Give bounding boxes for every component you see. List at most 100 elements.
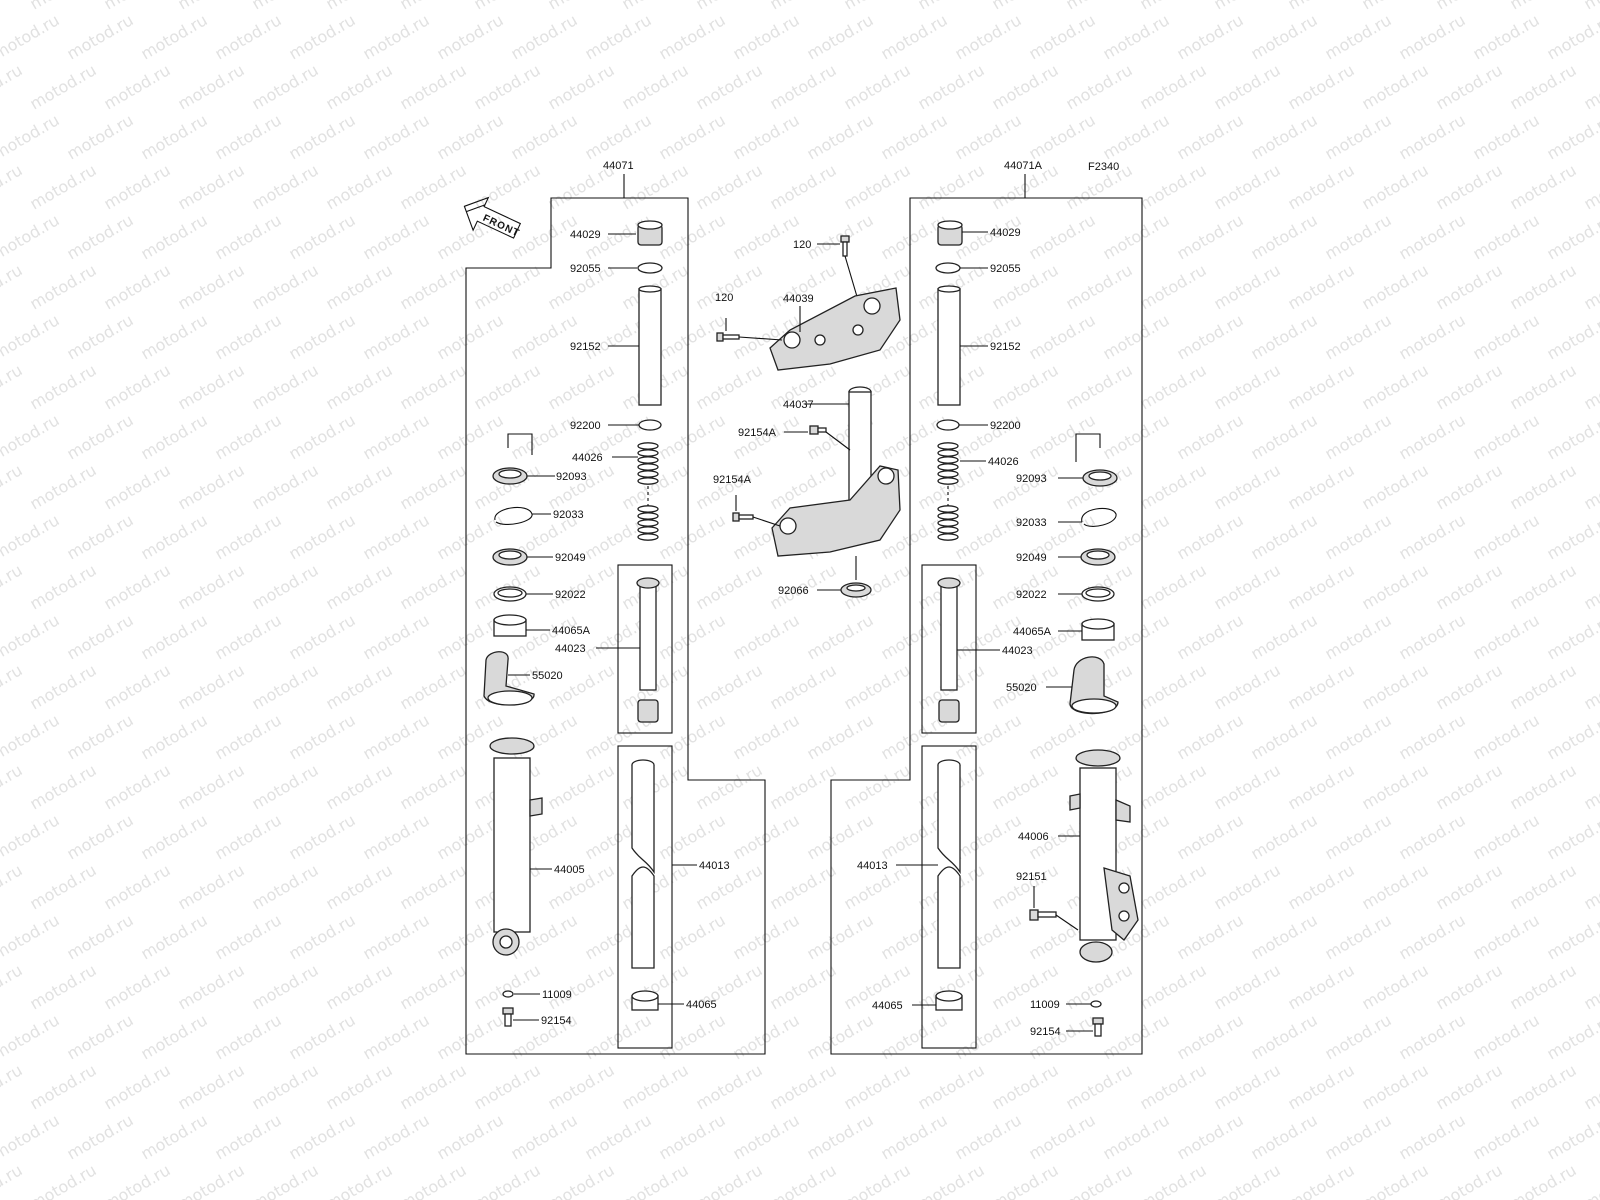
watermark-text: motod.ru — [767, 860, 840, 913]
watermark-text: motod.ru — [0, 910, 63, 963]
watermark-text: motod.ru — [582, 1110, 655, 1163]
watermark-text: motod.ru — [730, 210, 803, 263]
watermark-text: motod.ru — [27, 760, 100, 813]
watermark-text: motod.ru — [1544, 710, 1600, 763]
watermark-text: motod.ru — [397, 760, 470, 813]
dust-seal — [1075, 433, 1118, 487]
watermark-text: motod.ru — [841, 160, 914, 213]
spring-coil — [937, 533, 959, 541]
watermark-text: motod.ru — [730, 910, 803, 963]
fork-guard — [1069, 656, 1119, 715]
watermark-text: motod.ru — [471, 1060, 544, 1113]
spring-coil — [637, 470, 659, 478]
watermark-text: motod.ru — [508, 1110, 581, 1163]
center-part-label: 92154A — [738, 427, 777, 439]
watermark-text: motod.ru — [619, 860, 692, 913]
watermark-text: motod.ru — [1137, 1060, 1210, 1113]
watermark-text: motod.ru — [1211, 860, 1284, 913]
watermark-text: motod.ru — [878, 110, 951, 163]
watermark-text: motod.ru — [1100, 1010, 1173, 1063]
watermark-text: motod.ru — [323, 560, 396, 613]
watermark-text: motod.ru — [1174, 610, 1247, 663]
watermark-text: motod.ru — [434, 1010, 507, 1063]
watermark-text: motod.ru — [1285, 960, 1358, 1013]
watermark-text: motod.ru — [1174, 110, 1247, 163]
watermark-text: motod.ru — [397, 60, 470, 113]
watermark-text: motod.ru — [1359, 660, 1432, 713]
watermark-text: motod.ru — [656, 910, 729, 963]
watermark-text: motod.ru — [175, 160, 248, 213]
left-part-label: 44065A — [552, 625, 591, 637]
spring-coil — [937, 442, 959, 450]
watermark-text: motod.ru — [1470, 1010, 1543, 1063]
watermark-text: motod.ru — [1174, 210, 1247, 263]
watermark-text: motod.ru — [360, 410, 433, 463]
spring-coil — [637, 463, 659, 471]
watermark-text: motod.ru — [804, 1010, 877, 1063]
watermark-text: motod.ru — [1248, 410, 1321, 463]
watermark-text: motod.ru — [1026, 410, 1099, 463]
watermark-text: motod.ru — [1100, 10, 1173, 63]
watermark-text: motod.ru — [360, 710, 433, 763]
watermark-text: motod.ru — [656, 10, 729, 63]
watermark-text: motod.ru — [693, 360, 766, 413]
spacer-pipe — [638, 285, 662, 406]
watermark-text: motod.ru — [1322, 910, 1395, 963]
watermark-text: motod.ru — [878, 1110, 951, 1163]
watermark-text: motod.ru — [1285, 60, 1358, 113]
watermark-text: motod.ru — [693, 1160, 766, 1200]
watermark-text: motod.ru — [952, 310, 1025, 363]
watermark-text: motod.ru — [360, 610, 433, 663]
outer-tube — [489, 737, 543, 956]
watermark-text: motod.ru — [64, 510, 137, 563]
watermark-text: motod.ru — [1433, 660, 1506, 713]
watermark-text: motod.ru — [508, 710, 581, 763]
right-part-label: 44026 — [988, 456, 1019, 468]
watermark-text: motod.ru — [138, 310, 211, 363]
spring-coil — [937, 519, 959, 527]
watermark-text: motod.ru — [1248, 910, 1321, 963]
oil-seal — [1080, 548, 1116, 566]
watermark-text: motod.ru — [138, 1010, 211, 1063]
watermark-text: motod.ru — [0, 360, 26, 413]
watermark-text: motod.ru — [323, 1160, 396, 1200]
spring-coil — [937, 449, 959, 457]
watermark-text: motod.ru — [1470, 210, 1543, 263]
watermark-text: motod.ru — [878, 10, 951, 63]
watermark-text: motod.ru — [434, 710, 507, 763]
watermark-text: motod.ru — [767, 760, 840, 813]
watermark-text: motod.ru — [1026, 1110, 1099, 1163]
watermark-text: motod.ru — [64, 910, 137, 963]
watermark-text: motod.ru — [804, 210, 877, 263]
watermark-text: motod.ru — [101, 560, 174, 613]
watermark-text: motod.ru — [434, 310, 507, 363]
watermark-text: motod.ru — [175, 760, 248, 813]
washer — [1081, 586, 1115, 602]
watermark-text: motod.ru — [730, 10, 803, 63]
watermark-text: motod.ru — [545, 560, 618, 613]
left-part-label: 92152 — [570, 341, 601, 353]
center-part-label: 92154A — [713, 474, 752, 486]
watermark-text: motod.ru — [1544, 1010, 1600, 1063]
watermark-text: motod.ru — [397, 860, 470, 913]
watermark-text: motod.ru — [804, 1110, 877, 1163]
right-part-label: 92033 — [1016, 517, 1047, 529]
watermark-text: motod.ru — [397, 260, 470, 313]
watermark-text: motod.ru — [1544, 1110, 1600, 1163]
watermark-text: motod.ru — [0, 1010, 63, 1063]
watermark-text: motod.ru — [1322, 1110, 1395, 1163]
watermark-text: motod.ru — [27, 0, 100, 13]
center-part-label: 44037 — [783, 399, 814, 411]
watermark-text: motod.ru — [1544, 610, 1600, 663]
watermark-text: motod.ru — [767, 260, 840, 313]
watermark-text: motod.ru — [1174, 310, 1247, 363]
watermark-text: motod.ru — [27, 860, 100, 913]
watermark-text: motod.ru — [1581, 660, 1600, 713]
watermark-text: motod.ru — [27, 160, 100, 213]
watermark-text: motod.ru — [767, 160, 840, 213]
watermark-text: motod.ru — [1248, 1110, 1321, 1163]
watermark-text: motod.ru — [1507, 360, 1580, 413]
watermark-text: motod.ru — [1174, 810, 1247, 863]
watermark-text: motod.ru — [508, 10, 581, 63]
watermark-text: motod.ru — [767, 660, 840, 713]
